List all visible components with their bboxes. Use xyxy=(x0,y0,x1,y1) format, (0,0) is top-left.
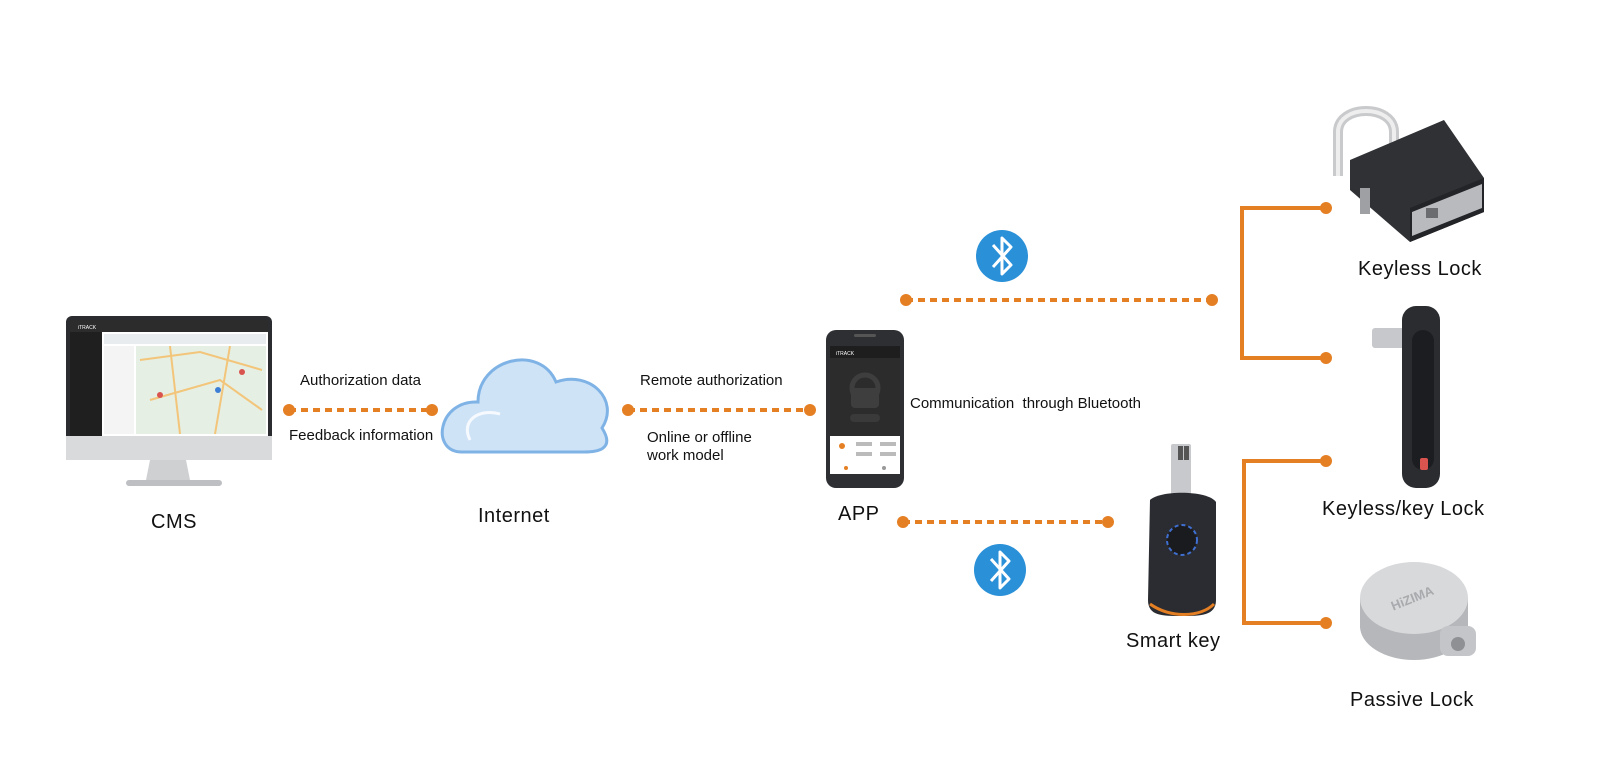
handle-lock-icon xyxy=(1372,306,1440,488)
connector-app-smartkey-bluetooth xyxy=(897,516,1114,528)
node-label-keyless-lock: Keyless Lock xyxy=(1358,258,1482,280)
edge-label-online-offline: Online or offline xyxy=(647,429,752,446)
cylinder-lock-icon: HiZIMA xyxy=(1360,562,1476,660)
smart-key-icon xyxy=(1148,444,1216,616)
edge-label-remote-authorization: Remote authorization xyxy=(640,372,783,389)
edge-label-communication-bluetooth: Communication through Bluetooth xyxy=(910,395,1141,412)
smartphone-icon: iTRACK xyxy=(826,330,904,488)
node-label-cms: CMS xyxy=(151,511,197,533)
node-label-app: APP xyxy=(838,503,880,525)
connector-cms-internet xyxy=(283,404,438,416)
node-label-passive-lock: Passive Lock xyxy=(1350,689,1474,711)
cloud-icon xyxy=(440,358,609,454)
bracket-smartkey-locks xyxy=(1242,455,1332,629)
screen-brand-text: iTRACK xyxy=(78,325,97,331)
edge-label-feedback-information: Feedback information xyxy=(289,427,434,444)
edge-label-work-model: work model xyxy=(647,447,724,464)
bluetooth-icon xyxy=(974,544,1026,596)
node-label-keyless-key-lock: Keyless/key Lock xyxy=(1322,498,1485,520)
node-label-smart-key: Smart key xyxy=(1126,630,1221,652)
connector-internet-app xyxy=(622,404,816,416)
bracket-keyless-locks xyxy=(1240,202,1332,364)
padlock-icon xyxy=(1333,106,1484,242)
monitor-icon: iTRACK xyxy=(66,316,272,486)
phone-brand-text: iTRACK xyxy=(836,351,855,357)
connector-app-locks-bluetooth xyxy=(900,294,1218,306)
bluetooth-icon xyxy=(976,230,1028,282)
edge-label-authorization-data: Authorization data xyxy=(300,372,421,389)
node-label-internet: Internet xyxy=(478,505,550,527)
